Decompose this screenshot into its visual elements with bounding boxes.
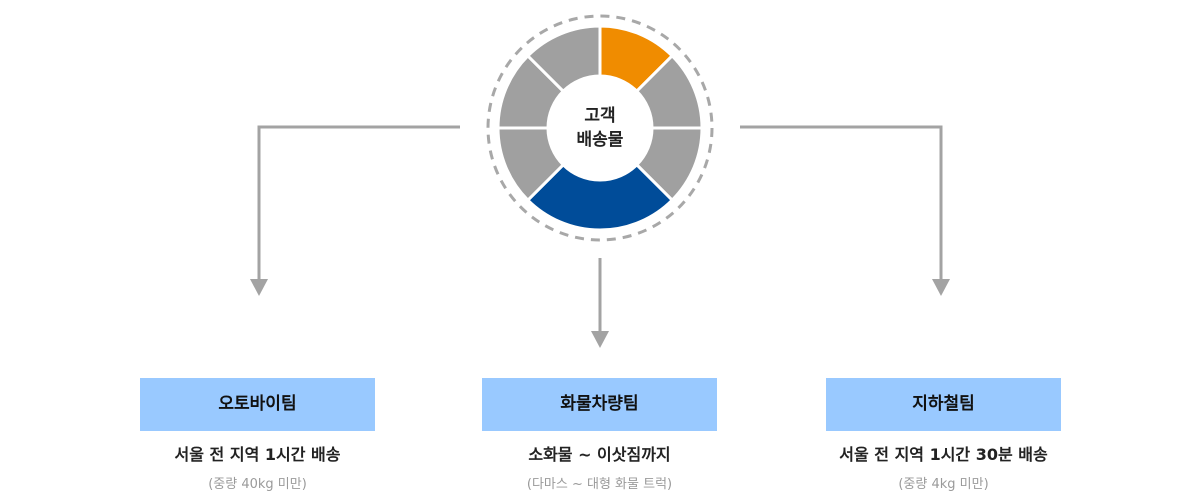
arrowhead-left (250, 279, 268, 296)
hub-label-line2: 배송물 (576, 130, 624, 150)
team-name-box: 화물차량팀 (482, 378, 717, 431)
team-subway: 지하철팀 서울 전 지역 1시간 30분 배송 (중량 4kg 미만) (826, 378, 1061, 492)
arrowheads (250, 279, 950, 348)
team-name-box: 지하철팀 (826, 378, 1061, 431)
connector-left (257, 125, 460, 280)
team-cargo-truck: 화물차량팀 소화물 ~ 이삿짐까지 (다마스 ~ 대형 화물 트럭) (482, 378, 717, 492)
team-note: (다마스 ~ 대형 화물 트럭) (526, 477, 673, 492)
hub-label: 고객 배송물 (540, 104, 660, 152)
dashed-ring (486, 14, 714, 242)
team-note: (중량 4kg 미만) (898, 477, 989, 492)
team-description: 서울 전 지역 1시간 30분 배송 (839, 445, 1048, 464)
team-description: 소화물 ~ 이삿짐까지 (528, 445, 671, 464)
connectors (257, 125, 943, 332)
arrowhead-right (932, 279, 950, 296)
team-name-box: 오토바이팀 (140, 378, 375, 431)
hub-label-line1: 고객 (584, 106, 616, 126)
arrowhead-center (591, 331, 609, 348)
donut-chart (496, 24, 704, 232)
connector-right (740, 125, 943, 280)
team-note: (중량 40kg 미만) (208, 477, 307, 492)
hub-center (548, 76, 652, 180)
team-motorcycle: 오토바이팀 서울 전 지역 1시간 배송 (중량 40kg 미만) (140, 378, 375, 492)
team-description: 서울 전 지역 1시간 배송 (174, 445, 341, 464)
